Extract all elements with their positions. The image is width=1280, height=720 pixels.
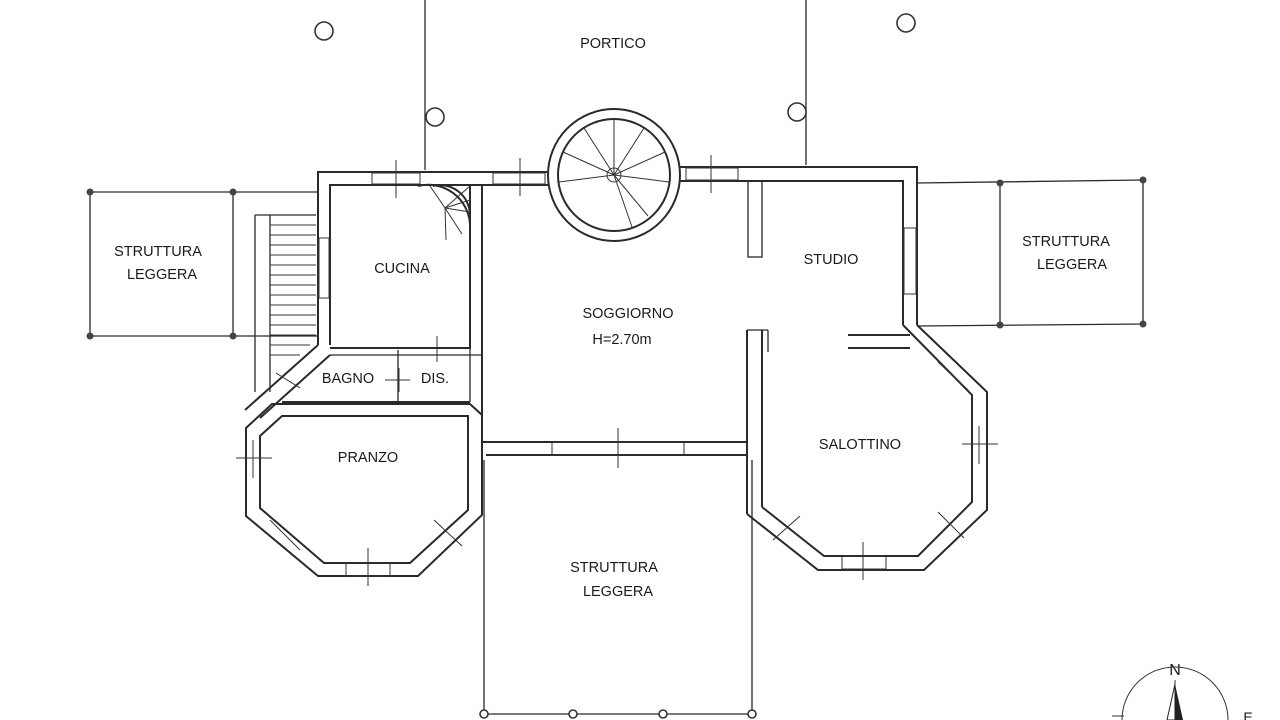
- ceiling-height-label: H=2.70m: [592, 332, 651, 348]
- east-label: E: [1243, 709, 1252, 720]
- light-structure-right-line2: LEGGERA: [1037, 257, 1107, 273]
- dining-room: PRANZO: [236, 403, 483, 586]
- portico-column-right-outer: [896, 13, 916, 33]
- portico-label: PORTICO: [580, 36, 646, 52]
- exterior-staircase: [254, 214, 316, 392]
- portico-column-left-outer: [314, 21, 334, 41]
- north-label: N: [1169, 662, 1181, 679]
- study: STUDIO: [746, 180, 910, 514]
- light-structure-left: STRUTTURA LEGGERA: [86, 188, 318, 340]
- dining-room-label: PRANZO: [338, 450, 398, 466]
- small-lounge-label: SALOTTINO: [819, 437, 901, 453]
- kitchen: CUCINA: [330, 183, 482, 356]
- light-structure-bottom: STRUTTURA LEGGERA: [479, 460, 757, 719]
- light-structure-right: STRUTTURA LEGGERA: [916, 176, 1147, 329]
- bathroom-label: BAGNO: [322, 371, 374, 387]
- spiral-staircase: [547, 108, 681, 242]
- light-structure-bottom-line2: LEGGERA: [583, 584, 653, 600]
- portico: PORTICO: [314, 0, 916, 170]
- north-arrow: N E: [1112, 662, 1253, 720]
- living-room-label: SOGGIORNO: [582, 306, 673, 322]
- small-lounge: SALOTTINO: [746, 324, 998, 580]
- portico-column-right: [787, 102, 807, 122]
- light-structure-bottom-line1: STRUTTURA: [570, 560, 658, 576]
- light-structure-left-line2: LEGGERA: [127, 267, 197, 283]
- study-label: STUDIO: [804, 252, 859, 268]
- kitchen-label: CUCINA: [374, 261, 430, 277]
- portico-column-left: [425, 107, 445, 127]
- living-room: SOGGIORNO H=2.70m: [481, 185, 747, 468]
- light-structure-right-line1: STRUTTURA: [1022, 234, 1110, 250]
- light-structure-left-line1: STRUTTURA: [114, 244, 202, 260]
- hallway-label: DIS.: [421, 371, 449, 387]
- bathroom-and-hall: BAGNO DIS.: [244, 336, 471, 419]
